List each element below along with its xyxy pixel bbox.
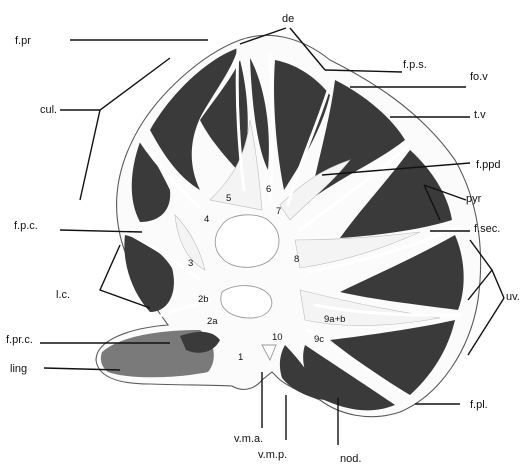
lobule-number-3: 3 (188, 258, 193, 269)
lobule-number-1: 1 (238, 352, 243, 363)
label-f-sec: f.sec. (474, 223, 500, 235)
lobule-number-9a-b: 9a+b (324, 314, 345, 325)
lobule-number-9c: 9c (314, 334, 324, 345)
lobule-number-4: 4 (204, 214, 209, 225)
label-t-v: t.v (474, 109, 486, 121)
lobule-number-6: 6 (266, 184, 271, 195)
label-f-p-s: f.p.s. (403, 59, 427, 71)
lobule-number-10: 10 (272, 332, 283, 343)
lobule-number-5: 5 (226, 193, 231, 204)
label-v-m-p: v.m.p. (258, 449, 287, 461)
lobule-number-2a: 2a (207, 316, 218, 327)
lobule-number-7: 7 (276, 206, 281, 217)
label-cul: cul. (40, 104, 57, 116)
central-cavity-upper (215, 215, 279, 267)
label-f-pr-c: f.pr.c. (6, 334, 33, 346)
lobule-number-2b: 2b (198, 294, 209, 305)
label-uv: uv. (506, 291, 520, 303)
label-f-p-c: f.p.c. (14, 220, 38, 232)
label-pyr: pyr (466, 193, 482, 205)
label-f-pl: f.pl. (470, 399, 488, 411)
label-f-pr: f.pr (15, 35, 31, 47)
label-fo-v: fo.v (470, 71, 488, 83)
label-de: de (282, 13, 294, 25)
label-l-c: l.c. (56, 289, 70, 301)
label-v-m-a: v.m.a. (234, 433, 263, 445)
lobule-number-8: 8 (294, 254, 299, 265)
label-f-ppd: f.ppd (476, 159, 500, 171)
label-nod: nod. (340, 453, 361, 465)
label-ling: ling (10, 363, 27, 375)
